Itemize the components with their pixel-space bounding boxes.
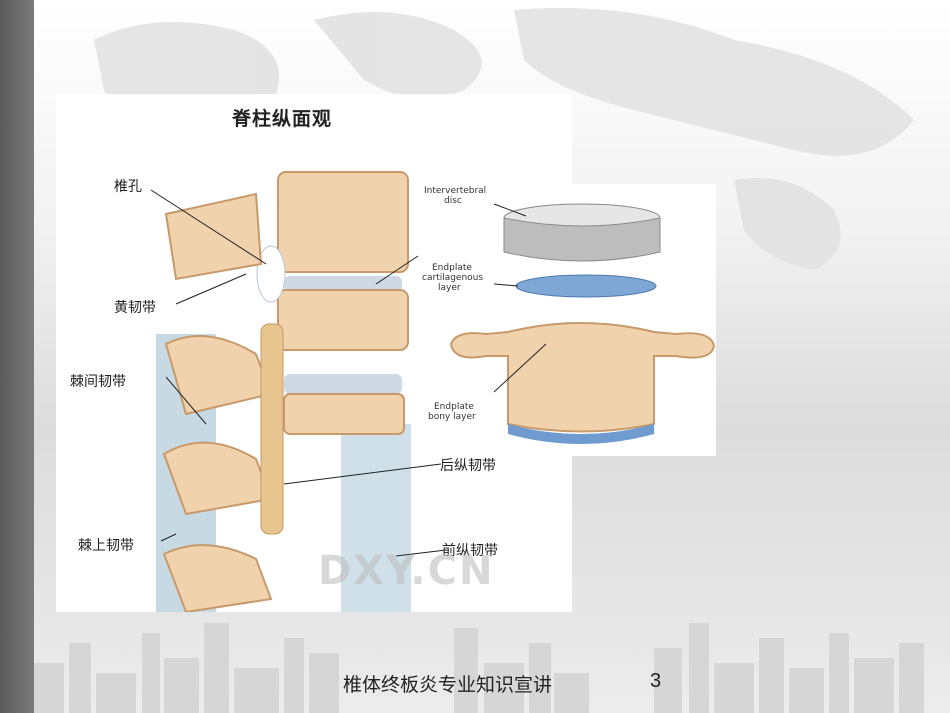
spine-anatomy-illustration — [150, 171, 716, 612]
vertebral-foramen-shape — [256, 245, 286, 303]
city-skyline-background — [34, 623, 924, 713]
spinous-process-4 — [162, 544, 273, 612]
label-anterior-longitudinal: 前纵韧带 — [442, 543, 498, 559]
posterior-ligament-shape — [260, 323, 284, 535]
disc-side-shape — [503, 217, 661, 262]
label-interspinous: 棘间韧带 — [70, 374, 126, 390]
label-intervertebral-disc: Intervertebral disc — [424, 186, 487, 206]
diagram-title: 脊柱纵面观 — [232, 108, 333, 130]
bony-endplate-shape — [508, 424, 654, 444]
footer-title: 椎体终板炎专业知识宣讲 — [343, 674, 553, 696]
label-ligamentum-flavum: 黄韧带 — [114, 300, 156, 316]
vertebral-body-3 — [283, 393, 405, 435]
intervertebral-disc-2 — [284, 374, 402, 394]
spinous-process-2 — [164, 335, 273, 416]
label-posterior-longitudinal: 后纵韧带 — [440, 458, 496, 474]
anterior-ligament-shape — [341, 424, 411, 612]
label-endplate-bony: Endplate bony layer — [428, 402, 476, 422]
label-endplate-cartilage: Endplate cartilagenous layer — [422, 263, 484, 293]
spinous-process-1 — [164, 192, 263, 281]
left-accent-bar — [0, 0, 34, 713]
label-foramen: 椎孔 — [114, 179, 142, 195]
vertebral-body-2 — [277, 289, 409, 351]
intervertebral-disc-1 — [284, 276, 402, 292]
vertebra-bony-shape — [449, 322, 716, 433]
vertebral-body-1 — [277, 171, 409, 273]
label-supraspinous: 棘上韧带 — [78, 538, 134, 554]
cartilage-endplate-shape — [515, 274, 657, 298]
watermark: DXY.CN — [318, 548, 495, 594]
page-number: 3 — [650, 670, 662, 692]
